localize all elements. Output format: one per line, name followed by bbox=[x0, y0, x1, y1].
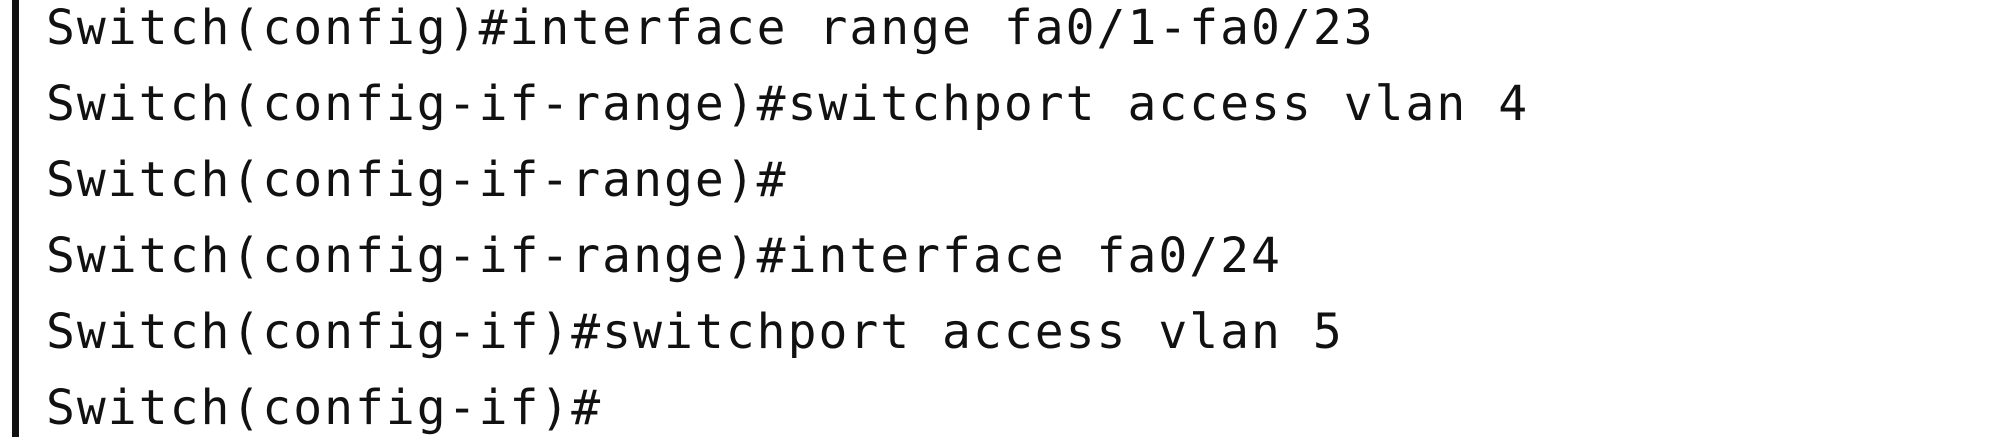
terminal-line: Switch(config-if-range)#switchport acces… bbox=[46, 76, 1530, 132]
terminal-left-border bbox=[12, 0, 19, 437]
terminal-line: Switch(config)#interface range fa0/1-fa0… bbox=[46, 0, 1375, 56]
terminal-line: Switch(config-if-range)# bbox=[46, 152, 788, 208]
terminal-line: Switch(config-if)#switchport access vlan… bbox=[46, 304, 1344, 360]
terminal-line: Switch(config-if-range)#interface fa0/24 bbox=[46, 228, 1282, 284]
terminal-prompt-line[interactable]: Switch(config-if)# bbox=[46, 380, 603, 436]
